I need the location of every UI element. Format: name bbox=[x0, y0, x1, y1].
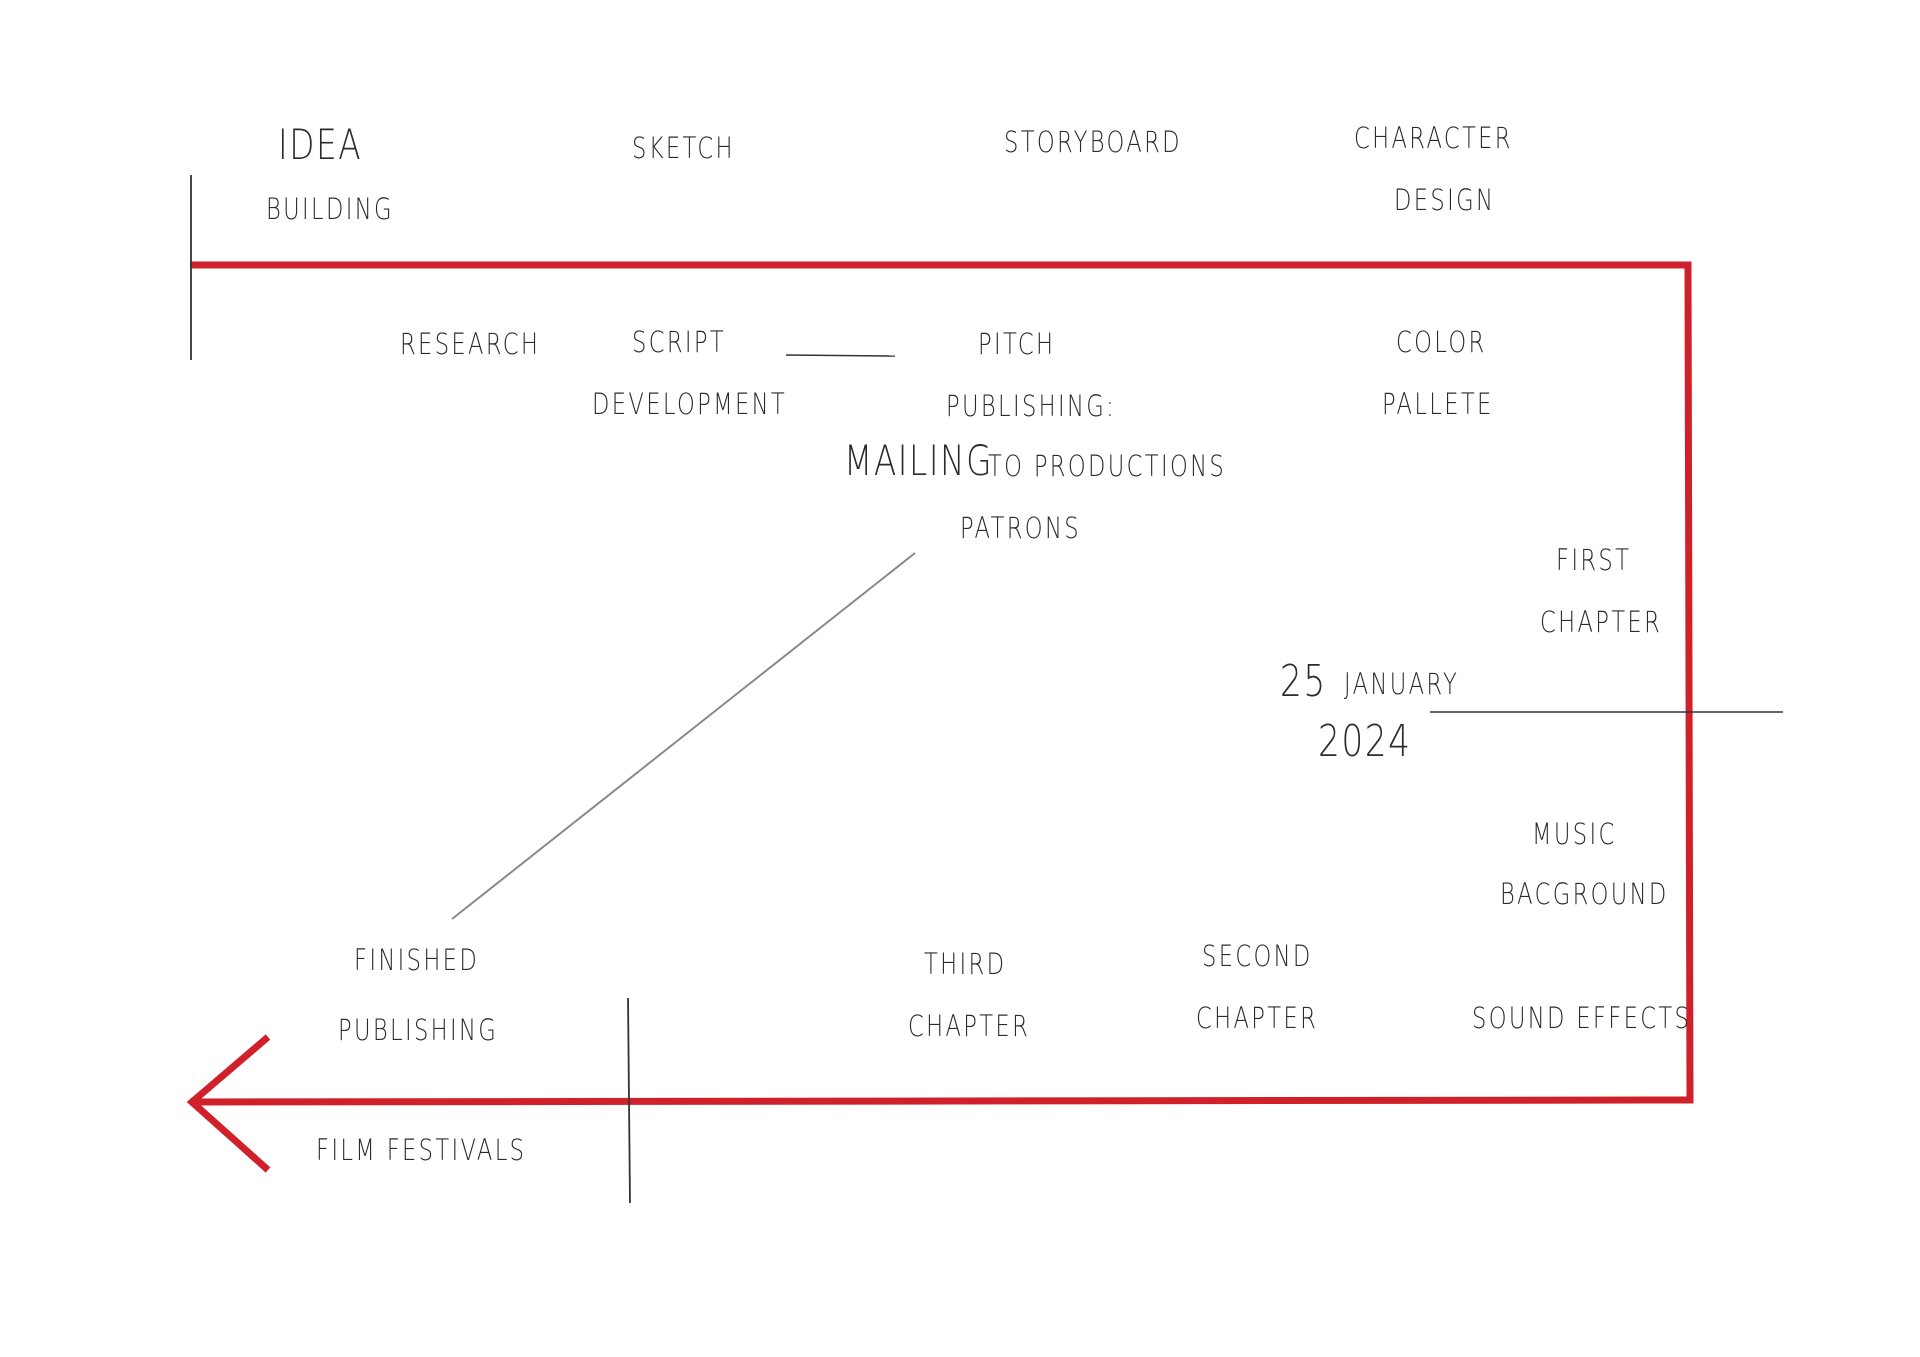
timeline-arrowhead bbox=[186, 1034, 271, 1173]
label-first-chapter: CHAPTER bbox=[1540, 605, 1663, 639]
label-publishing: PUBLISHING bbox=[338, 1013, 499, 1047]
end-marker-line bbox=[627, 997, 631, 1204]
label-script: SCRIPT bbox=[632, 325, 727, 359]
pitch-underline bbox=[785, 354, 896, 357]
label-to-productions: TO PRODUCTIONS bbox=[988, 449, 1227, 483]
label-sound-effects: SOUND EFFECTS bbox=[1472, 1001, 1692, 1035]
label-date-day: 25 bbox=[1280, 656, 1327, 707]
label-patrons: PATRONS bbox=[960, 511, 1081, 545]
label-first: FIRST bbox=[1556, 543, 1632, 577]
label-third-chapter: CHAPTER bbox=[908, 1009, 1031, 1043]
label-bacground: BACGROUND bbox=[1500, 877, 1669, 911]
label-music: MUSIC bbox=[1532, 817, 1617, 851]
label-film-festivals: FILM FESTIVALS bbox=[316, 1133, 527, 1167]
label-sketch: SKETCH bbox=[632, 131, 735, 165]
label-second-chapter: CHAPTER bbox=[1196, 1001, 1319, 1035]
label-third: THIRD bbox=[924, 947, 1007, 981]
label-pitch: PITCH bbox=[978, 327, 1056, 361]
label-design: DESIGN bbox=[1394, 183, 1496, 217]
label-character: CHARACTER bbox=[1354, 121, 1513, 155]
label-building: BUILDING bbox=[266, 192, 394, 226]
label-mailing: MAILING bbox=[844, 436, 994, 485]
label-publishing-colon: PUBLISHING: bbox=[946, 389, 1117, 423]
label-pallete: PALLETE bbox=[1382, 387, 1494, 421]
label-storyboard: STORYBOARD bbox=[1004, 125, 1182, 159]
label-date-month: JANUARY bbox=[1344, 667, 1460, 701]
label-date-year: 2024 bbox=[1318, 716, 1412, 767]
label-second: SECOND bbox=[1202, 939, 1313, 973]
label-idea: IDEA bbox=[278, 120, 363, 169]
timeline-path bbox=[189, 261, 1694, 1106]
label-finished: FINISHED bbox=[354, 943, 480, 977]
label-color: COLOR bbox=[1396, 325, 1487, 359]
pitch-to-finished-connector bbox=[451, 552, 916, 920]
label-research: RESEARCH bbox=[400, 327, 541, 361]
label-development: DEVELOPMENT bbox=[592, 387, 788, 421]
